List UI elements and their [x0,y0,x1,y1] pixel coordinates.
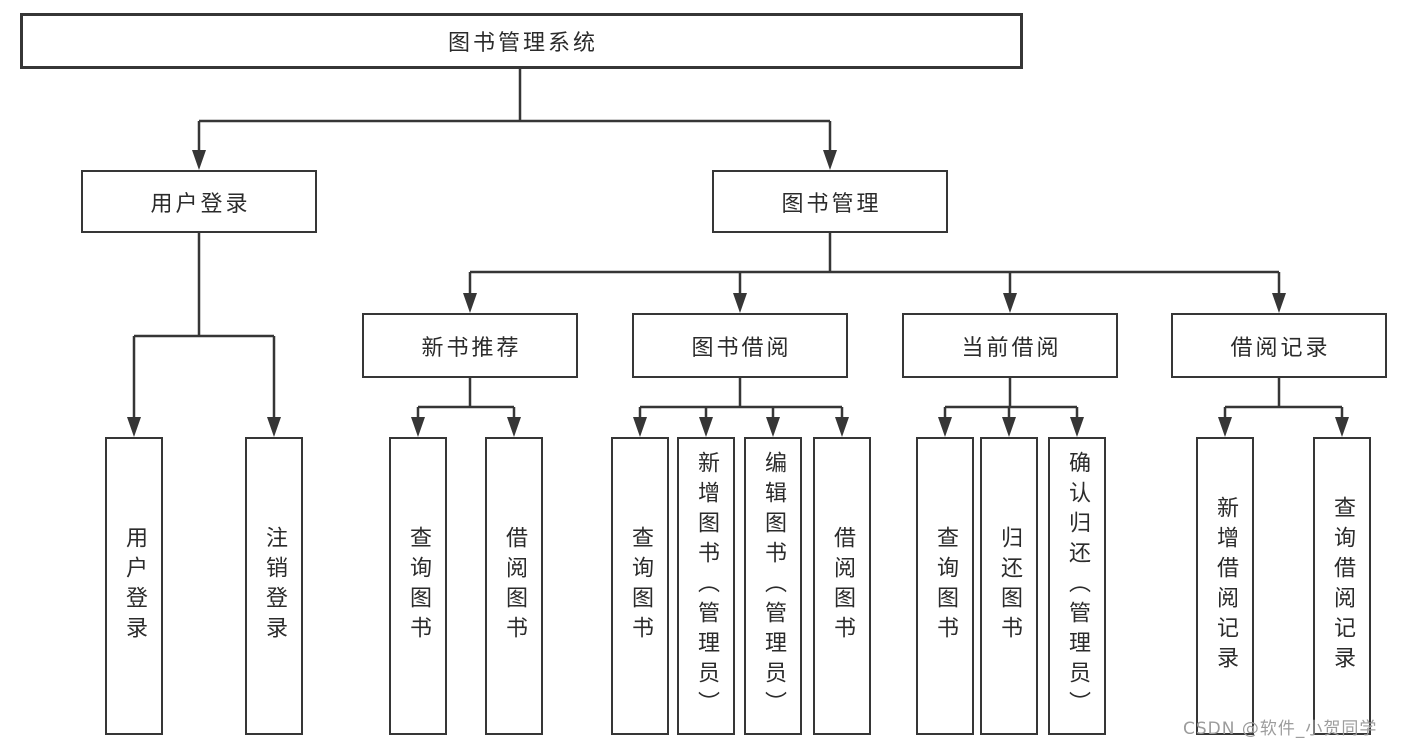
node-book-management: 图书管理 [712,170,948,233]
leaf-label: 查询借阅记录 [1330,496,1355,676]
node-label: 借阅记录 [1230,335,1331,361]
csdn-watermark: CSDN @软件_小贺同学 [1183,719,1378,739]
tree-edges [132,68,1344,419]
leaf-query-books-recommend: 查询图书 [389,437,447,735]
leaf-borrow-books-borrowing: 借阅图书 [813,437,871,735]
leaf-add-borrow-record: 新增借阅记录 [1196,437,1254,735]
leaf-label: 编辑图书（管理员） [761,451,786,721]
leaf-query-borrow-record: 查询借阅记录 [1313,437,1371,735]
node-current-borrowing: 当前借阅 [902,313,1118,378]
leaf-label: 查询图书 [406,526,431,646]
leaf-label: 新增图书（管理员） [694,451,719,721]
node-book-borrowing: 图书借阅 [632,313,848,378]
leaf-add-books-admin: 新增图书（管理员） [677,437,735,735]
node-label: 图书管理 [781,191,882,217]
leaf-label: 借阅图书 [502,526,527,646]
leaf-label: 注销登录 [262,526,287,646]
leaf-label: 新增借阅记录 [1213,496,1238,676]
arrowheads [127,150,1349,437]
leaf-return-books: 归还图书 [980,437,1038,735]
leaf-label: 借阅图书 [830,526,855,646]
node-library-management-system: 图书管理系统 [20,13,1023,69]
node-new-book-recommendation: 新书推荐 [362,313,578,378]
leaf-query-books-current: 查询图书 [916,437,974,735]
node-user-login: 用户登录 [81,170,317,233]
node-label: 新书推荐 [421,335,522,361]
leaf-borrow-books-recommend: 借阅图书 [485,437,543,735]
leaf-user-login: 用户登录 [105,437,163,735]
node-label: 图书借阅 [691,335,792,361]
leaf-query-books-borrowing: 查询图书 [611,437,669,735]
leaf-confirm-return-admin: 确认归还（管理员） [1048,437,1106,735]
leaf-label: 查询图书 [933,526,958,646]
leaf-label: 归还图书 [997,526,1022,646]
node-label: 当前借阅 [961,335,1062,361]
node-borrowing-records: 借阅记录 [1171,313,1387,378]
leaf-label: 用户登录 [122,526,147,646]
leaf-logout-login: 注销登录 [245,437,303,735]
leaf-label: 查询图书 [628,526,653,646]
node-label: 用户登录 [150,191,251,217]
leaf-edit-books-admin: 编辑图书（管理员） [744,437,802,735]
leaf-label: 确认归还（管理员） [1065,451,1090,721]
node-label: 图书管理系统 [447,31,598,56]
